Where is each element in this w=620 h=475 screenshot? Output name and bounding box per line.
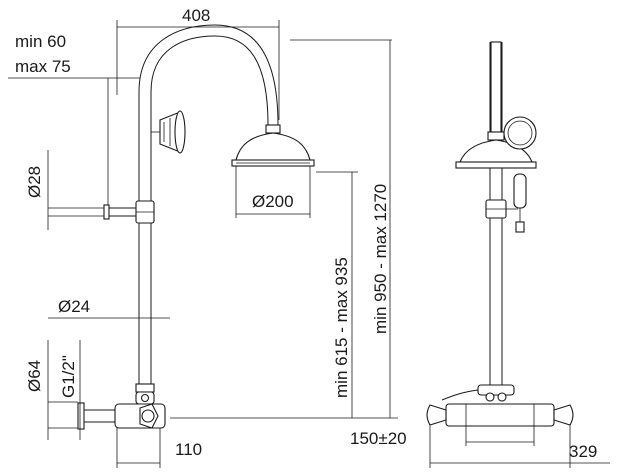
front-bracket	[485, 199, 518, 219]
gooseneck-arm	[138, 24, 279, 126]
side-view	[8, 20, 398, 468]
front-view	[426, 41, 610, 468]
label-riser-diameter: Ø24	[58, 297, 90, 316]
shower-head	[231, 124, 315, 167]
front-mixer	[426, 384, 574, 427]
thermostatic-mixer-side	[77, 383, 166, 430]
side-dimension-lines	[8, 20, 398, 468]
label-wall-min: min 60	[15, 32, 66, 51]
label-mixer-depth: 110	[175, 440, 202, 459]
label-head-diameter: Ø200	[252, 192, 294, 211]
front-hand-shower	[513, 173, 527, 233]
label-mixer-width: 329	[569, 442, 597, 461]
label-head-height: min 615 - max 935	[332, 257, 351, 398]
riser-pipe	[138, 92, 152, 384]
front-dimension-lines	[429, 425, 610, 468]
label-inlet-thread: G1/2"	[59, 355, 78, 398]
hand-shower-holder	[151, 110, 186, 154]
label-inlet-spacing: 150±20	[350, 429, 407, 448]
label-arm-reach: 408	[182, 6, 210, 25]
label-bracket-diameter: Ø28	[25, 166, 44, 198]
wall-bracket	[103, 200, 155, 224]
label-rosette-diameter: Ø64	[25, 360, 44, 392]
label-total-height: min 950 - max 1270	[371, 184, 390, 334]
front-shower-head	[455, 116, 537, 169]
label-wall-max: max 75	[15, 57, 71, 76]
